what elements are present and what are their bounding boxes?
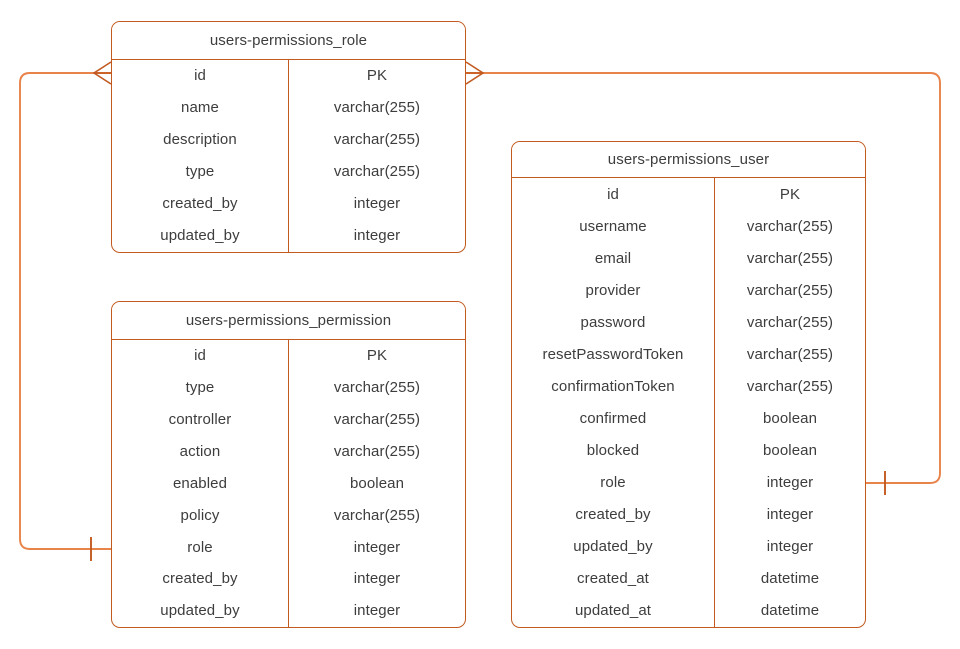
- field-type: integer: [766, 505, 814, 523]
- entity-title: users-permissions_role: [112, 22, 465, 60]
- field-name: provider: [585, 281, 641, 299]
- field-name: action: [179, 443, 221, 460]
- field-name: updated_by: [160, 227, 240, 245]
- field-name: created_at: [577, 570, 649, 588]
- field-type: varchar(255): [333, 506, 421, 524]
- field-name: confirmed: [579, 409, 647, 427]
- field-type-column: PK varchar(255) varchar(255) varchar(255) in…: [289, 60, 465, 252]
- field-name: enabled: [172, 474, 228, 492]
- field-name: id: [194, 67, 206, 85]
- field-type: varchar(255): [333, 411, 421, 429]
- connector-role-to-permission: [19, 61, 112, 561]
- field-name: id: [194, 347, 206, 365]
- field-type: varchar(255): [746, 313, 834, 331]
- field-name: blocked: [586, 441, 640, 459]
- field-type: varchar(255): [333, 131, 421, 149]
- field-type: integer: [353, 602, 401, 620]
- crowsfoot-many-role-left: [92, 61, 112, 85]
- entity-fields: id username email provider password resetPass…: [512, 178, 865, 627]
- field-type: PK: [366, 347, 388, 365]
- field-name-column: id username email provider password resetPass…: [512, 178, 715, 627]
- field-type: varchar(255): [746, 217, 834, 235]
- field-type: varchar(255): [746, 345, 834, 363]
- field-name: description: [163, 131, 237, 149]
- field-name: updated_at: [574, 602, 652, 620]
- field-type: varchar(255): [333, 163, 421, 181]
- field-name: controller: [168, 411, 232, 429]
- field-name: id: [607, 185, 619, 203]
- field-name: role: [600, 473, 626, 491]
- field-name: created_by: [575, 505, 651, 523]
- field-type: integer: [766, 538, 814, 556]
- entity-fields: id name description type created_by updated_b…: [112, 60, 465, 252]
- field-type: varchar(255): [333, 99, 421, 117]
- field-name: email: [594, 249, 632, 267]
- field-type: integer: [353, 538, 401, 556]
- field-name: policy: [180, 506, 220, 524]
- field-type: varchar(255): [746, 377, 834, 395]
- field-type: PK: [779, 185, 801, 203]
- field-name: username: [579, 217, 647, 235]
- field-name: updated_by: [573, 538, 653, 556]
- field-name: created_by: [162, 195, 238, 213]
- field-type: datetime: [760, 570, 820, 588]
- crowsfoot-many-role-right: [465, 61, 485, 85]
- field-type: boolean: [762, 441, 818, 459]
- field-name: created_by: [162, 570, 238, 588]
- field-type: integer: [353, 570, 401, 588]
- field-type: datetime: [760, 602, 820, 620]
- field-type: boolean: [349, 474, 405, 492]
- entity-title: users-permissions_permission: [112, 302, 465, 340]
- field-name: password: [580, 313, 646, 331]
- field-name: updated_by: [160, 602, 240, 620]
- field-name: type: [185, 163, 215, 181]
- field-name-column: id type controller action enabled policy role c…: [112, 340, 289, 627]
- entity-fields: id type controller action enabled policy role c…: [112, 340, 465, 627]
- field-type: integer: [353, 227, 401, 245]
- field-name-column: id name description type created_by updated_b…: [112, 60, 289, 252]
- field-type: varchar(255): [746, 249, 834, 267]
- field-type: varchar(255): [333, 379, 421, 397]
- field-type: integer: [353, 195, 401, 213]
- field-name: type: [185, 379, 215, 397]
- field-type: varchar(255): [333, 443, 421, 460]
- field-type: integer: [766, 473, 814, 491]
- field-type-column: PK varchar(255) varchar(255) varchar(255) bo…: [289, 340, 465, 627]
- field-name: role: [187, 538, 213, 556]
- field-type: varchar(255): [746, 281, 834, 299]
- field-type: PK: [366, 67, 388, 85]
- field-name: confirmationToken: [551, 377, 675, 395]
- field-name: resetPasswordToken: [542, 345, 684, 363]
- field-type: boolean: [762, 409, 818, 427]
- field-type-column: PK varchar(255) varchar(255) varchar(255) va…: [715, 178, 865, 627]
- entity-title: users-permissions_user: [512, 142, 865, 178]
- field-name: name: [181, 99, 219, 117]
